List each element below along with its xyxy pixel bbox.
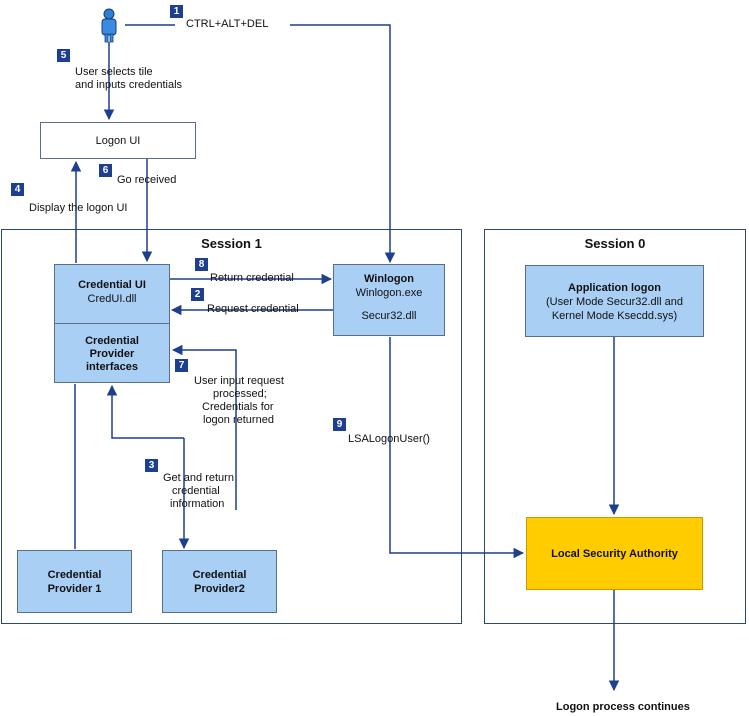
app-logon-title: Application logon [568, 282, 661, 294]
session-0-title: Session 0 [584, 236, 646, 251]
user-input-line2: processed; [213, 388, 267, 400]
step-badge-7: 7 [175, 359, 188, 372]
cp-interfaces-line2: Provider [89, 348, 135, 360]
credential-provider-interfaces-box: Credential Provider interfaces [54, 323, 170, 383]
user-icon [101, 8, 117, 43]
credential-ui-title: Credential UI [78, 279, 146, 291]
user-input-line1: User input request [194, 375, 284, 387]
return-credential-label: Return credential [210, 272, 294, 284]
step-badge-4: 4 [11, 183, 24, 196]
application-logon-box: Application logon (User Mode Secur32.dll… [525, 265, 704, 337]
cp-interfaces-line3: interfaces [86, 361, 138, 373]
winlogon-dll: Secur32.dll [361, 310, 417, 322]
get-return-line3: information [170, 498, 225, 510]
go-received-label: Go received [117, 174, 177, 186]
credential-provider-1-box: Credential Provider 1 [17, 550, 132, 613]
arrow-credentials-returned [171, 344, 237, 510]
request-credential-label: Request credential [207, 303, 299, 315]
logon-ui-box: Logon UI [40, 122, 196, 159]
credential-ui-dll: CredUI.dll [87, 293, 137, 305]
user-input-line4: logon returned [203, 414, 274, 426]
get-return-line1: Get and return [163, 472, 234, 484]
arrow-get-credential-info-up [106, 384, 184, 439]
step-badge-1: 1 [170, 5, 183, 18]
app-logon-line2: (User Mode Secur32.dll and [546, 296, 683, 308]
arrow-lsa-logon-user [389, 337, 525, 559]
winlogon-exe: Winlogon.exe [355, 287, 423, 299]
provider2-line1: Credential [192, 569, 247, 581]
step-badge-9: 9 [333, 418, 346, 431]
arrow-ctrl-alt-del-to-winlogon [290, 24, 396, 264]
ctrl-alt-del-label: CTRL+ALT+DEL [186, 18, 269, 30]
user-selects-line1: User selects tile [75, 66, 153, 78]
user-selects-line2: and inputs credentials [75, 79, 183, 91]
provider2-line2: Provider2 [194, 583, 245, 595]
display-logon-ui-label: Display the logon UI [29, 202, 128, 214]
user-input-line3: Credentials for [202, 401, 274, 413]
logon-ui-label: Logon UI [95, 135, 141, 147]
session-1-title: Session 1 [201, 236, 262, 251]
logon-continues-label: Logon process continues [556, 701, 690, 713]
winlogon-box: Winlogon Winlogon.exe Secur32.dll [333, 264, 445, 336]
provider1-line2: Provider 1 [47, 583, 102, 595]
step-badge-8: 8 [195, 258, 208, 271]
step-badge-3: 3 [145, 459, 158, 472]
winlogon-title: Winlogon [364, 273, 414, 285]
step-badge-6: 6 [99, 164, 112, 177]
get-return-line2: credential [172, 485, 220, 497]
cp-interfaces-line1: Credential [85, 335, 139, 347]
lsa-label: Local Security Authority [551, 548, 678, 560]
lsa-logon-user-label: LSALogonUser() [348, 433, 430, 445]
credential-provider-2-box: Credential Provider2 [162, 550, 277, 613]
local-security-authority-box: Local Security Authority [526, 517, 703, 590]
step-badge-5: 5 [57, 49, 70, 62]
app-logon-line3: Kernel Mode Ksecdd.sys) [551, 310, 678, 322]
provider1-line1: Credential [47, 569, 102, 581]
step-badge-2: 2 [191, 288, 204, 301]
